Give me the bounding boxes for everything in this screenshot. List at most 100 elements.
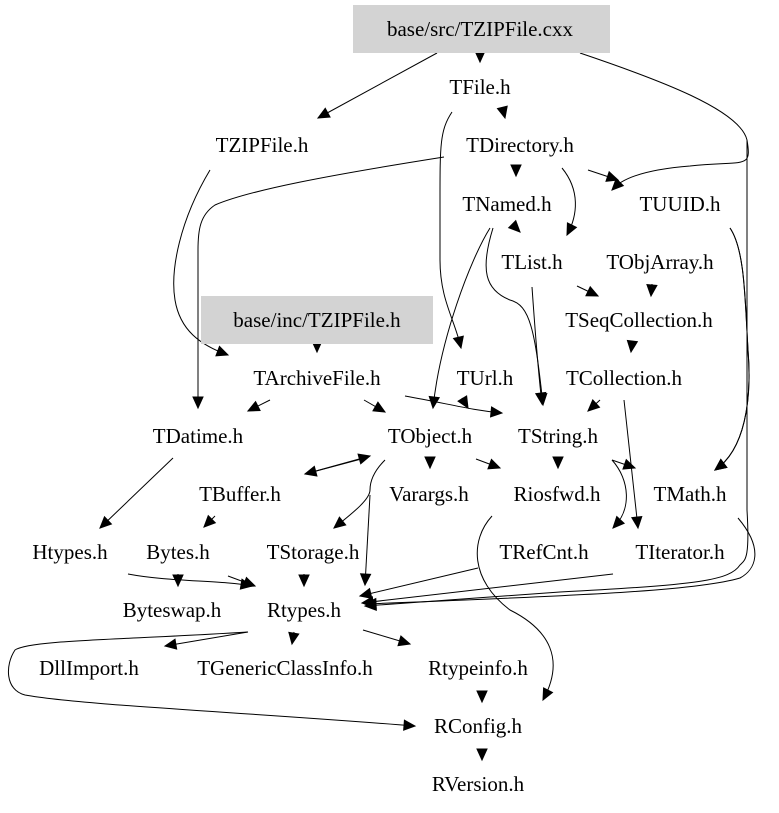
arrowhead-icon bbox=[333, 516, 347, 529]
edge-tobject-h-to-riosfwd-h bbox=[475, 458, 502, 470]
edge-line bbox=[714, 227, 750, 471]
edge-line bbox=[611, 459, 627, 529]
edge-line bbox=[432, 227, 491, 409]
node-turl-h[interactable]: TUrl.h bbox=[457, 366, 514, 390]
edge-line bbox=[364, 140, 749, 607]
node-tobject-h[interactable]: TObject.h bbox=[388, 424, 473, 448]
edge-line bbox=[164, 631, 249, 647]
node-titerator-h[interactable]: TIterator.h bbox=[635, 540, 725, 564]
node-tseqcollection-h[interactable]: TSeqCollection.h bbox=[565, 308, 713, 332]
edge-line bbox=[317, 52, 438, 119]
node-tmath-h[interactable]: TMath.h bbox=[654, 482, 727, 506]
arrowhead-icon bbox=[99, 515, 113, 529]
node-rversion-h[interactable]: RVersion.h bbox=[432, 772, 525, 796]
edge-tobject-h-to-varargs-h bbox=[424, 456, 436, 470]
arrowhead-icon bbox=[215, 345, 230, 357]
edge-tarchivefile-h-to-tdatime-h bbox=[246, 399, 271, 412]
node-label: TUUID.h bbox=[639, 192, 721, 216]
edge-tstring-h-to-riosfwd-h bbox=[552, 456, 564, 470]
arrowhead-icon bbox=[476, 690, 488, 704]
node-label: Htypes.h bbox=[32, 540, 108, 564]
node-varargs-h[interactable]: Varargs.h bbox=[389, 482, 469, 506]
arrowhead-icon bbox=[246, 400, 261, 412]
edge-rtypes-h-to-dllimport-h bbox=[163, 631, 249, 650]
arrowhead-icon bbox=[489, 406, 504, 418]
arrowhead-icon bbox=[172, 574, 184, 588]
node-label: Byteswap.h bbox=[123, 598, 222, 622]
node-inc-tzipfile-h[interactable]: base/inc/TZIPFile.h bbox=[201, 296, 433, 344]
node-byteswap-h[interactable]: Byteswap.h bbox=[123, 598, 222, 622]
node-tgenericclassinfo-h[interactable]: TGenericClassInfo.h bbox=[197, 656, 373, 680]
arrowhead-icon bbox=[397, 635, 412, 647]
arrowhead-icon bbox=[605, 170, 620, 182]
edge-line bbox=[476, 515, 554, 701]
arrowhead-icon bbox=[566, 222, 578, 237]
node-highlight-box bbox=[353, 5, 610, 53]
node-label: Riosfwd.h bbox=[514, 482, 601, 506]
arrowhead-icon bbox=[626, 339, 639, 354]
edge-line bbox=[531, 286, 543, 405]
edge-tbuffer-h-to-tobject-h bbox=[304, 453, 372, 475]
edge-tobject-h-to-rtypes-h bbox=[359, 494, 372, 587]
node-tarchivefile-h[interactable]: TArchiveFile.h bbox=[253, 366, 381, 390]
node-tstring-h[interactable]: TString.h bbox=[518, 424, 598, 448]
arrowhead-icon bbox=[424, 456, 436, 470]
node-tdatime-h[interactable]: TDatime.h bbox=[153, 424, 244, 448]
edge-tobjarray-h-to-tseqcollection-h bbox=[646, 283, 658, 298]
arrowhead-icon bbox=[542, 687, 554, 702]
edge-line bbox=[359, 567, 479, 597]
node-trefcnt-h[interactable]: TRefCnt.h bbox=[499, 540, 589, 564]
node-rtypes-h[interactable]: Rtypes.h bbox=[267, 598, 342, 622]
node-label: TString.h bbox=[518, 424, 598, 448]
edge-tarchivefile-h-to-tobject-h bbox=[363, 399, 387, 413]
edge-line bbox=[127, 573, 253, 587]
edge-rtypes-h-to-rconfig-h bbox=[7, 631, 417, 731]
node-label: DllImport.h bbox=[39, 656, 139, 680]
edge-line bbox=[361, 573, 614, 604]
node-tcollection-h[interactable]: TCollection.h bbox=[566, 366, 683, 390]
node-label: TUrl.h bbox=[457, 366, 514, 390]
node-rtypeinfo-h[interactable]: Rtypeinfo.h bbox=[428, 656, 528, 680]
edge-line bbox=[99, 457, 174, 529]
arrowhead-icon bbox=[534, 391, 547, 406]
arrowhead-icon bbox=[316, 107, 331, 119]
node-htypes-h[interactable]: Htypes.h bbox=[32, 540, 108, 564]
edges-layer bbox=[7, 50, 756, 762]
edge-tdirectory-h-to-tlist-h bbox=[561, 167, 578, 237]
edge-tdirectory-h-to-tuuid-h bbox=[587, 169, 620, 182]
arrowhead-icon bbox=[360, 595, 375, 608]
node-src-tzipfile-cxx[interactable]: base/src/TZIPFile.cxx bbox=[353, 5, 610, 53]
arrowhead-icon bbox=[552, 456, 564, 470]
node-label: TObject.h bbox=[388, 424, 473, 448]
node-dllimport-h[interactable]: DllImport.h bbox=[39, 656, 139, 680]
edge-turl-h-to-tstring-h bbox=[457, 395, 469, 410]
node-rconfig-h[interactable]: RConfig.h bbox=[434, 714, 523, 738]
node-bytes-h[interactable]: Bytes.h bbox=[146, 540, 210, 564]
node-tfile-h[interactable]: TFile.h bbox=[449, 75, 511, 99]
edge-tuuid-h-to-tmath-h bbox=[714, 227, 750, 471]
arrowhead-icon bbox=[242, 576, 257, 588]
node-label: TCollection.h bbox=[566, 366, 683, 390]
edge-bytes-h-to-rtypes-h bbox=[227, 575, 257, 588]
node-label: TZIPFile.h bbox=[216, 133, 309, 157]
node-tuuid-h[interactable]: TUUID.h bbox=[639, 192, 721, 216]
node-tobjarray-h[interactable]: TObjArray.h bbox=[606, 250, 714, 274]
node-tdirectory-h[interactable]: TDirectory.h bbox=[466, 133, 574, 157]
edge-tstring-h-to-trefcnt-h bbox=[611, 459, 627, 529]
node-tlist-h[interactable]: TList.h bbox=[501, 250, 563, 274]
edge-tnamed-h-to-tlist-h bbox=[507, 219, 521, 233]
node-tnamed-h[interactable]: TNamed.h bbox=[462, 192, 552, 216]
node-tstorage-h[interactable]: TStorage.h bbox=[267, 540, 360, 564]
node-tbuffer-h[interactable]: TBuffer.h bbox=[199, 482, 281, 506]
node-riosfwd-h[interactable]: Riosfwd.h bbox=[514, 482, 601, 506]
edge-tcollection-h-to-tstring-h bbox=[587, 398, 601, 412]
arrowhead-icon bbox=[507, 219, 521, 233]
edge-titerator-h-to-rtypes-h bbox=[360, 573, 614, 608]
node-label: base/inc/TZIPFile.h bbox=[233, 308, 401, 332]
arrowhead-icon bbox=[372, 401, 387, 413]
node-tzipfile-h[interactable]: TZIPFile.h bbox=[216, 133, 309, 157]
arrowhead-icon bbox=[452, 335, 464, 350]
edge-tseqcollection-h-to-tcollection-h bbox=[626, 339, 639, 354]
edge-rconfig-h-to-rversion-h bbox=[476, 748, 488, 762]
